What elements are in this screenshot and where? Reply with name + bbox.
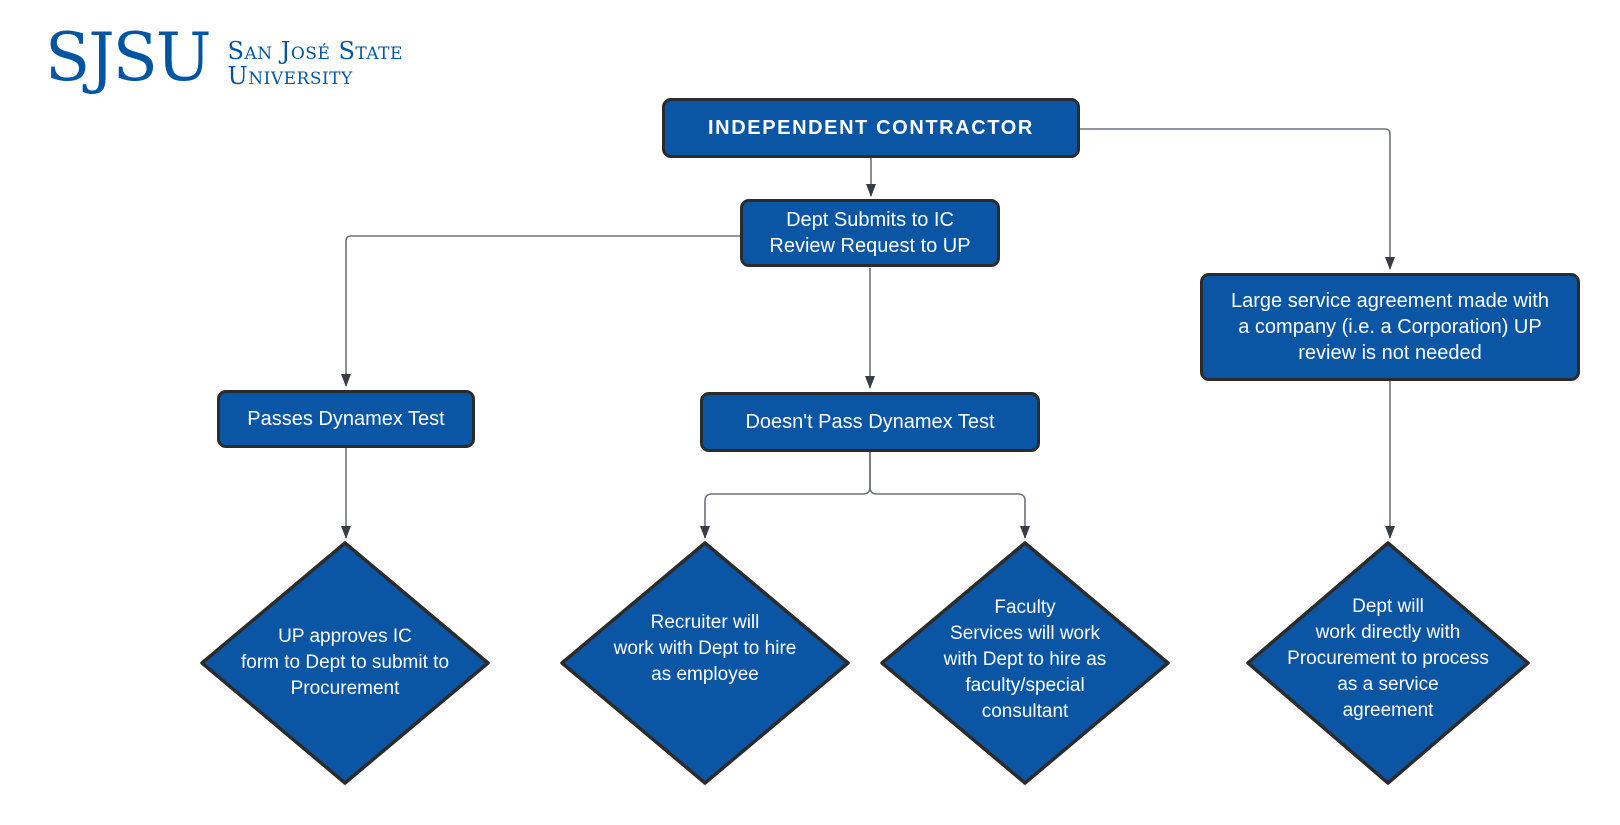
flow-node-passes-dynamex: Passes Dynamex Test: [217, 390, 475, 448]
university-name-line2: University: [227, 62, 353, 90]
university-name-line1: San José State: [227, 37, 403, 65]
connector-dept-submits-to-passes: [341, 235, 740, 387]
decision-diamond-up-approves: [200, 541, 490, 785]
sjsu-logo-mark: SJSU: [45, 19, 212, 96]
decision-diamond-faculty: [880, 541, 1170, 785]
flow-node-independent-contractor: INDEPENDENT CONTRACTOR: [662, 98, 1080, 158]
connector-root-to-large-service: [1080, 128, 1395, 270]
decision-diamond-dept-direct: [1246, 541, 1530, 785]
decision-diamond-recruiter: [560, 541, 850, 785]
university-name: San José State University: [228, 39, 403, 90]
diamond-label-recruiter: Recruiter will work with Dept to hire as…: [613, 612, 797, 685]
flow-node-large-service-agreement: Large service agreement made with a comp…: [1200, 273, 1580, 381]
diamond-label-faculty: Faculty Services will work with Dept to …: [943, 597, 1107, 722]
connector-doesnt-pass-to-faculty: [869, 452, 1030, 539]
diamond-label-up-approves: UP approves IC form to Dept to submit to…: [240, 626, 450, 699]
diamond-label-dept-direct: Dept will work directly with Procurement…: [1287, 596, 1489, 721]
connector-doesnt-pass-to-recruiter: [700, 452, 871, 539]
sjsu-logo: SJSU San José State University: [45, 19, 403, 96]
flow-node-dept-submits: Dept Submits to IC Review Request to UP: [740, 199, 1000, 267]
flow-node-doesnt-pass-dynamex: Doesn't Pass Dynamex Test: [700, 392, 1040, 452]
